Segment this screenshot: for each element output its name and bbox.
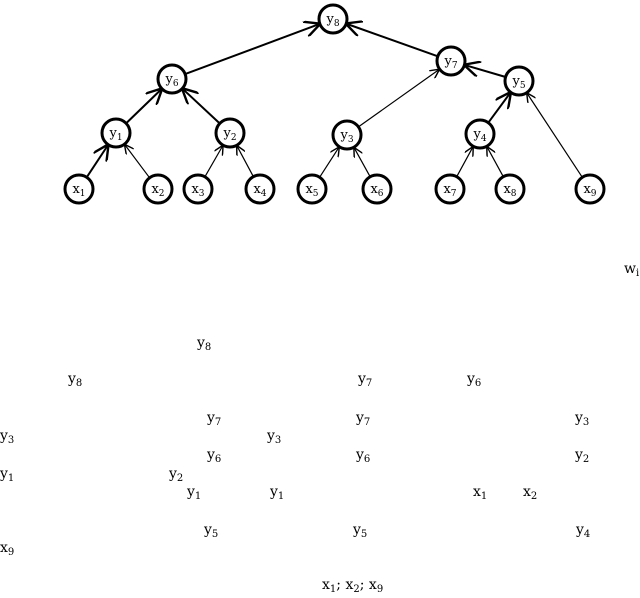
edge-y4-to-y5 — [487, 93, 510, 124]
fragment-y7-b: y7 — [207, 410, 222, 428]
node-x4-circle — [244, 173, 276, 205]
node-y1: y1 — [100, 117, 132, 149]
node-x2-circle — [142, 173, 174, 205]
node-y7: y7 — [435, 45, 467, 77]
fragment-y7-a: y7 — [358, 371, 373, 389]
node-x8-circle — [494, 173, 526, 205]
node-y6-label: y6 — [164, 72, 178, 89]
edge-x8-to-y4 — [487, 147, 504, 177]
edge-x2-to-y1 — [125, 145, 151, 179]
node-x2: x2 — [142, 173, 174, 205]
node-y5-label: y5 — [511, 74, 525, 91]
node-y3-circle — [331, 119, 363, 151]
node-y5-circle — [503, 65, 535, 97]
node-y4-label: y4 — [472, 127, 486, 144]
node-x3: x3 — [182, 173, 214, 205]
fragment-y6-c: y6 — [356, 447, 371, 465]
fragment-x9-a: x9 — [0, 540, 15, 558]
node-y2: y2 — [214, 117, 246, 149]
fragment-y6-b: y6 — [207, 447, 222, 465]
node-x5: x5 — [296, 173, 328, 205]
node-x9: x9 — [574, 173, 606, 205]
node-x6-label: x6 — [370, 182, 383, 199]
node-x7: x7 — [434, 173, 466, 205]
fragment-y3-b: y3 — [0, 428, 15, 446]
node-y3: y3 — [331, 119, 363, 151]
node-x8: x8 — [494, 173, 526, 205]
node-x9-label: x9 — [583, 182, 596, 199]
node-y1-circle — [100, 117, 132, 149]
fragment-y4-a: y4 — [576, 522, 591, 540]
fragment-y1-b: y1 — [187, 484, 202, 502]
fragment-x1-a: x1 — [473, 484, 488, 502]
node-y2-label: y2 — [222, 126, 236, 143]
node-x7-circle — [434, 173, 466, 205]
node-y6: y6 — [156, 63, 188, 95]
node-y3-label: y3 — [339, 128, 353, 145]
node-x1-label: x1 — [72, 182, 85, 199]
node-x2-label: x2 — [151, 182, 164, 199]
edge-x6-to-y3 — [354, 148, 371, 178]
node-y4-circle — [464, 118, 496, 150]
fragment-y3-a: y3 — [575, 410, 590, 428]
edge-y2-to-y6 — [183, 89, 221, 125]
node-x8-label: x8 — [503, 182, 516, 199]
node-y8-circle — [317, 3, 349, 35]
fragment-y5-b: y5 — [353, 522, 368, 540]
fragment-y7-c: y7 — [356, 410, 371, 428]
edge-y7-to-y8 — [347, 24, 439, 58]
edge-x3-to-y2 — [204, 146, 223, 178]
node-y4: y4 — [464, 118, 496, 150]
edge-y3-to-y7 — [358, 70, 438, 128]
fragment-w-i: wi — [624, 261, 640, 279]
node-x6: x6 — [361, 173, 393, 205]
fragment-y5-a: y5 — [204, 522, 219, 540]
node-y8-label: y8 — [325, 12, 339, 29]
node-x7-label: x7 — [443, 182, 456, 199]
node-x6-circle — [361, 173, 393, 205]
binary-tree-diagram: y8 y7 y6 y5 y1 y2 y3 y4 x1 x2 x3 x4 x5 x6 x7 x8 x9 — [63, 3, 606, 205]
edge-y5-to-y7 — [465, 65, 506, 78]
node-x3-label: x3 — [191, 182, 204, 199]
node-x9-circle — [574, 173, 606, 205]
node-y2-circle — [214, 117, 246, 149]
node-x3-circle — [182, 173, 214, 205]
fragment-y2-a: y2 — [575, 447, 590, 465]
tree-edges — [85, 24, 583, 179]
edge-x5-to-y3 — [319, 148, 339, 178]
node-y7-circle — [435, 45, 467, 77]
node-y7-label: y7 — [443, 54, 457, 71]
fragment-y2-b: y2 — [169, 466, 184, 484]
fragment-y3-c: y3 — [267, 428, 282, 446]
node-x5-label: x5 — [305, 182, 318, 199]
node-y1-label: y1 — [108, 126, 122, 143]
fragment-y1-a: y1 — [0, 466, 15, 484]
edge-x9-to-y5 — [527, 94, 583, 178]
fragment-y1-c: y1 — [270, 484, 285, 502]
edge-x1-to-y1 — [85, 146, 108, 178]
edge-x4-to-y2 — [237, 146, 254, 177]
fragment-x-list: x1; x2; x9 — [322, 577, 384, 595]
fragment-x2-a: x2 — [523, 484, 538, 502]
fragment-y8-a: y8 — [197, 335, 212, 353]
edge-y1-to-y6 — [125, 89, 161, 125]
node-y8: y8 — [317, 3, 349, 35]
fragment-y8-b: y8 — [68, 371, 83, 389]
node-x1-circle — [63, 173, 95, 205]
fragment-y6-a: y6 — [467, 371, 482, 389]
node-x1: x1 — [63, 173, 95, 205]
node-x4-label: x4 — [253, 182, 266, 199]
node-y5: y5 — [503, 65, 535, 97]
tree-nodes: y8 y7 y6 y5 y1 y2 y3 y4 x1 x2 x3 x4 x5 x6 x7 x8 x9 — [63, 3, 606, 205]
node-x4: x4 — [244, 173, 276, 205]
node-y6-circle — [156, 63, 188, 95]
edge-y6-to-y8 — [184, 24, 319, 76]
edge-x7-to-y4 — [456, 147, 473, 177]
node-x5-circle — [296, 173, 328, 205]
